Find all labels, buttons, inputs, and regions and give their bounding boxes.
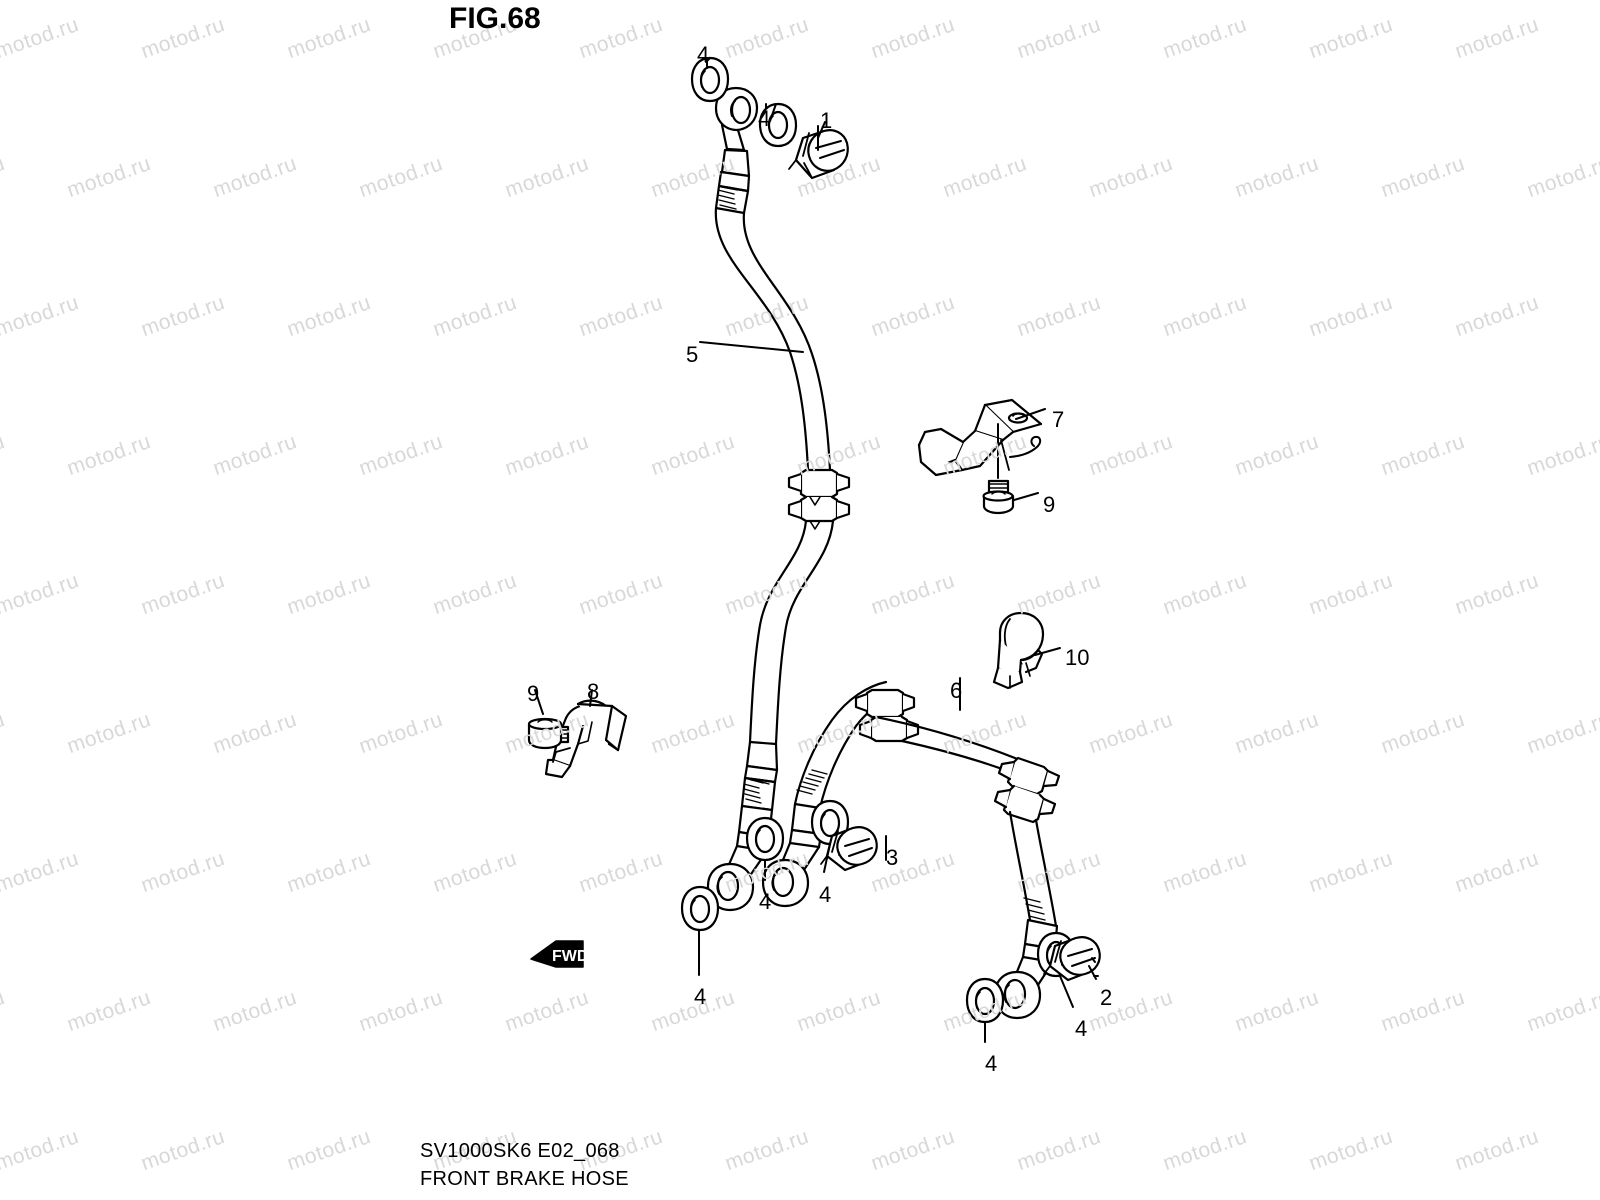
upper-banjo-eye — [714, 86, 759, 152]
ref-5: 5 — [686, 342, 699, 367]
ref-2: 2 — [1100, 985, 1113, 1010]
fwd-arrow — [530, 940, 584, 968]
washer-top-left — [690, 56, 730, 103]
ref-4-mid-right: 4 — [819, 882, 832, 907]
ref-8: 8 — [587, 679, 600, 704]
hose-clamp-10 — [992, 611, 1045, 690]
ref-1: 1 — [820, 108, 833, 133]
washer-top-right — [758, 102, 798, 148]
ref-3: 3 — [886, 845, 899, 870]
bolt-9-left — [527, 717, 570, 750]
ref-9-right: 9 — [1043, 492, 1056, 517]
ref-4-br-left: 4 — [985, 1051, 998, 1076]
washer-br-left — [965, 977, 1005, 1024]
washer-group — [680, 56, 1076, 1024]
ref-4-top-right: 4 — [758, 106, 771, 131]
ref-4-mid-left: 4 — [759, 889, 772, 914]
upper-hose-guide-clamp — [787, 468, 851, 530]
fwd-arrow-text: FWD — [552, 948, 588, 965]
ref-7: 7 — [1052, 407, 1065, 432]
banjo-bolt-1 — [788, 129, 849, 180]
bracket-7 — [917, 398, 1043, 477]
banjo-bolt-2 — [1043, 936, 1101, 982]
lower-hose-assembly — [761, 680, 1061, 1020]
ref-9-left: 9 — [527, 681, 540, 706]
ref-10: 10 — [1065, 645, 1090, 670]
caption-model-code: SV1000SK6 E02_068 — [420, 1140, 620, 1162]
upper-hose-ferrule — [714, 148, 751, 215]
ref-4-br-right: 4 — [1075, 1016, 1088, 1041]
washer-lower-left — [680, 885, 720, 932]
bolt-9-right — [982, 479, 1015, 515]
banjo-bolt-3 — [820, 826, 878, 872]
ref-4-lower-left: 4 — [694, 984, 707, 1009]
ref-6: 6 — [950, 678, 963, 703]
figure-title: FIG.68 — [449, 2, 541, 35]
ref-4-top-left: 4 — [697, 42, 710, 67]
washer-mid-left — [745, 816, 785, 862]
leader-lines — [534, 57, 1099, 1043]
caption-assembly-name: FRONT BRAKE HOSE — [420, 1168, 629, 1190]
